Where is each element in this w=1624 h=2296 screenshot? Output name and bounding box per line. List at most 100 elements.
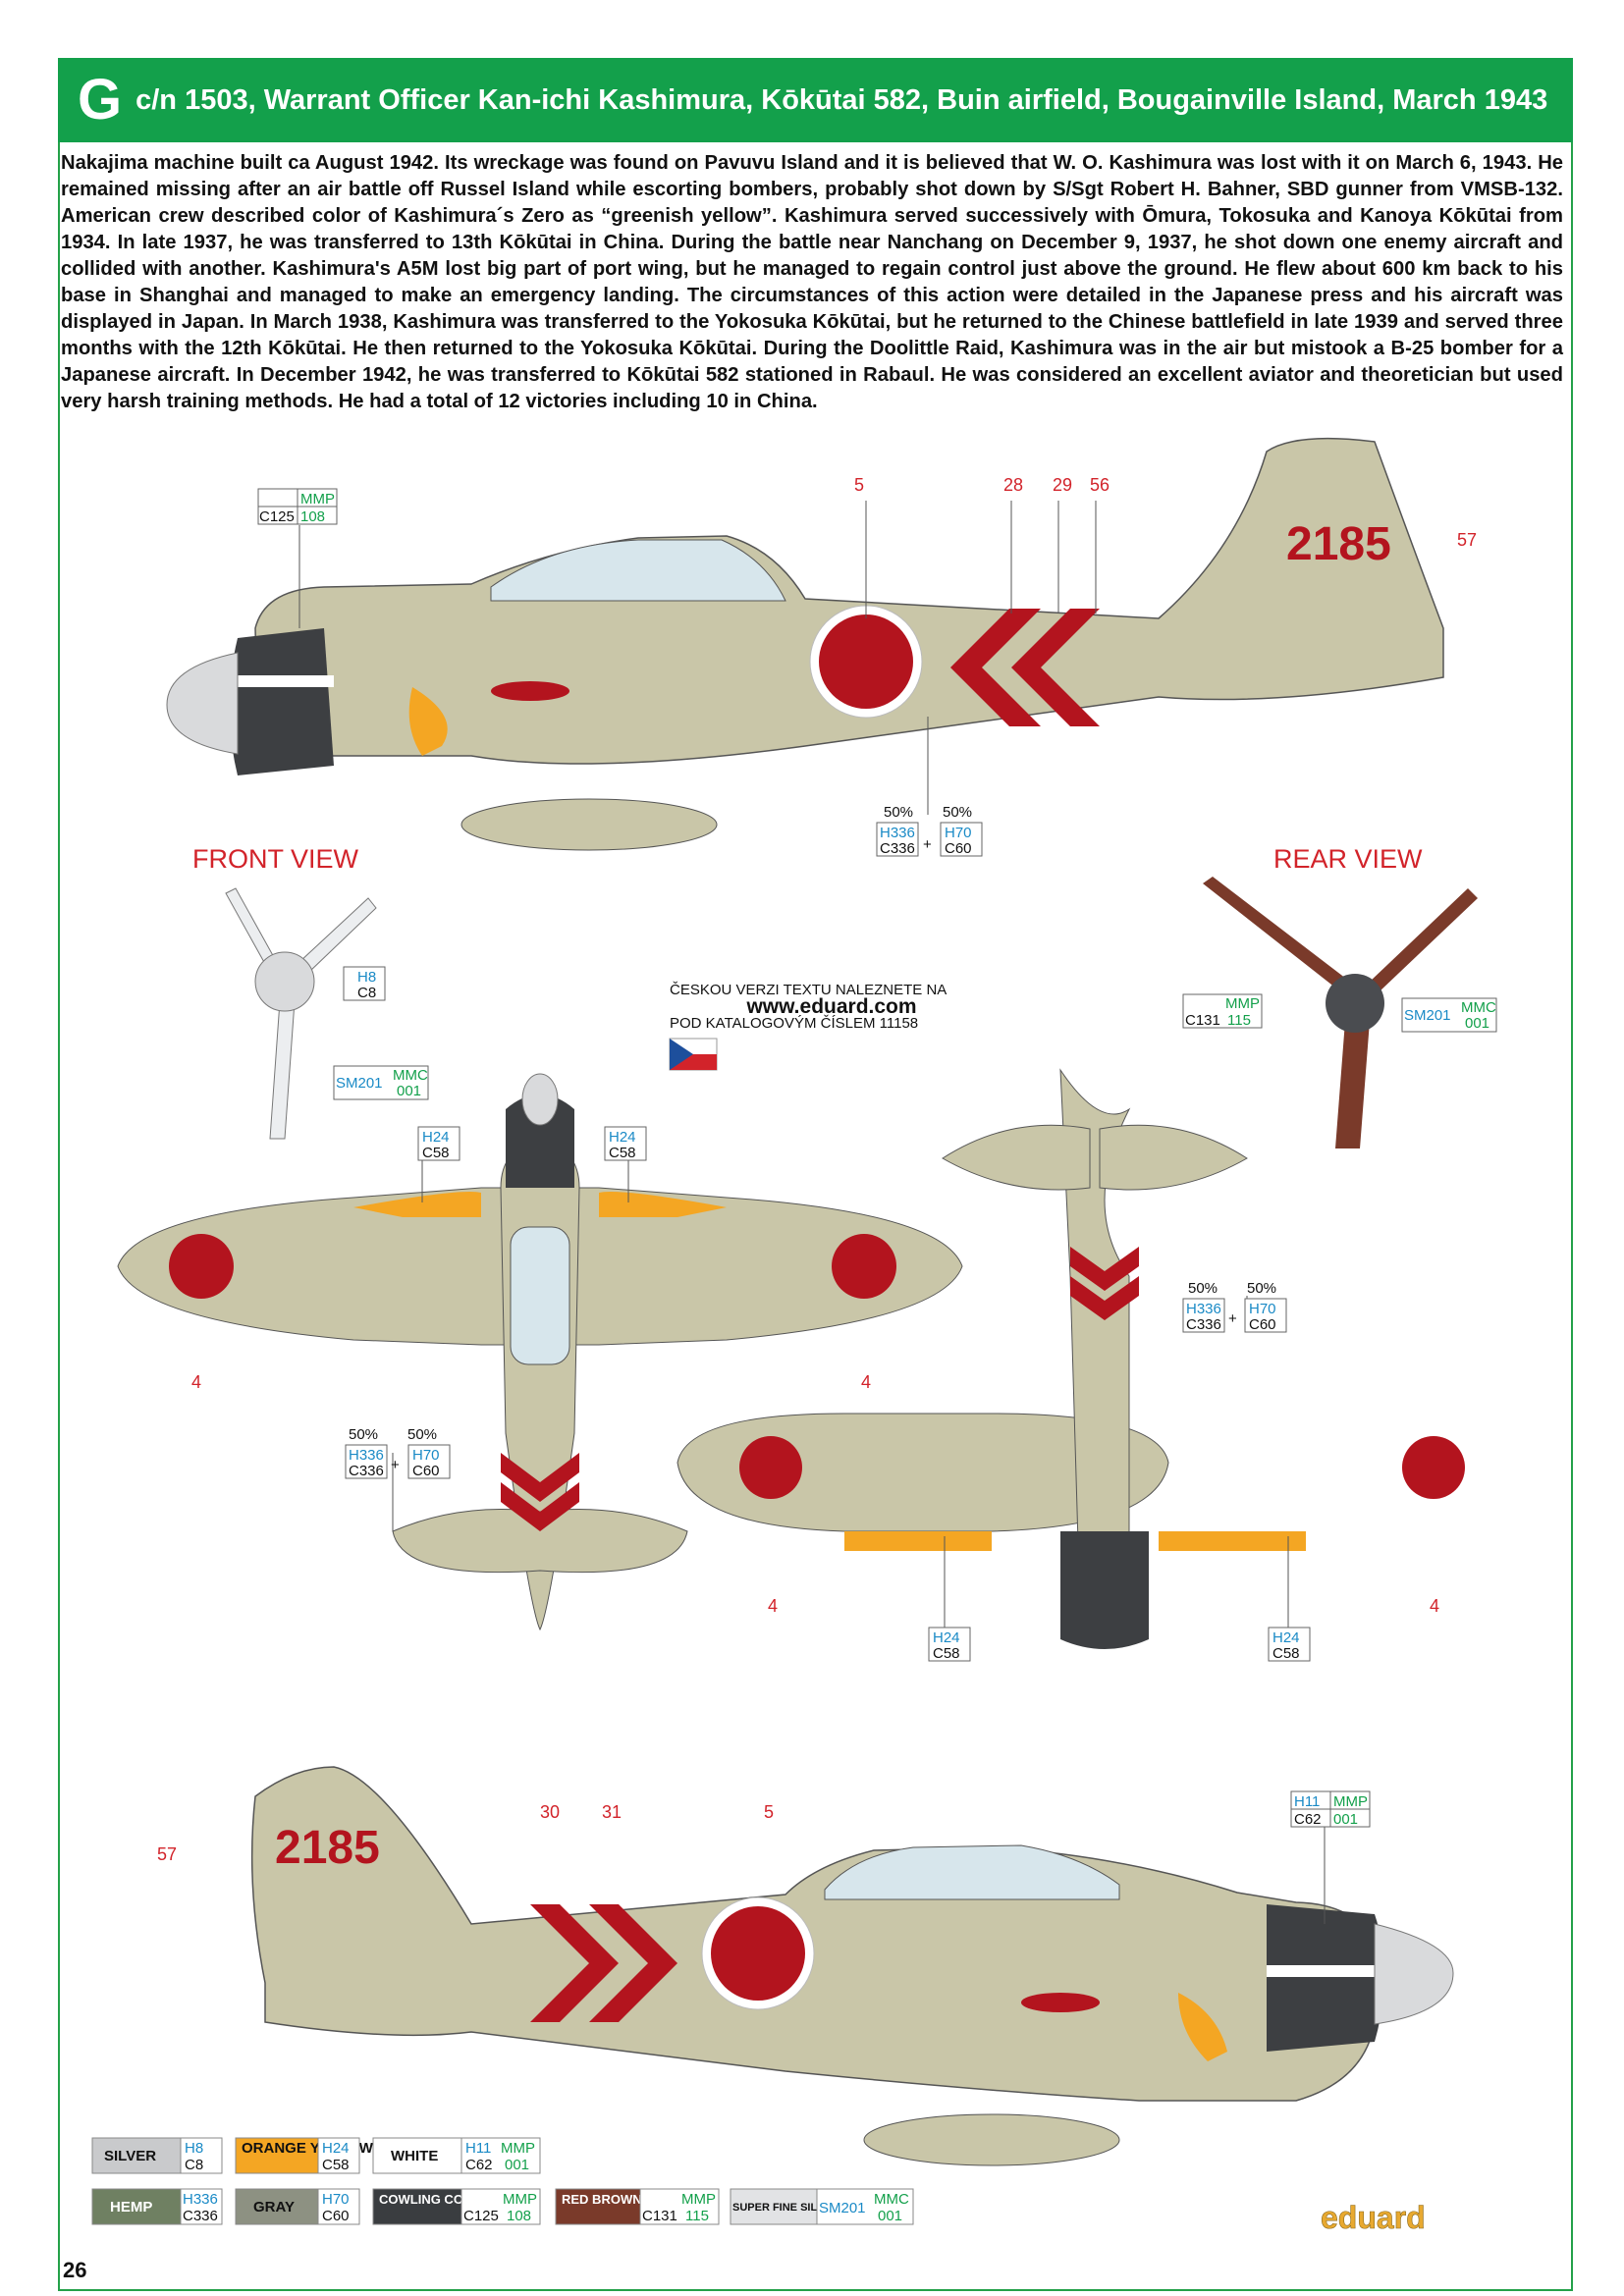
chevron-1b	[1011, 609, 1100, 726]
mix-top-h336: H336	[349, 1447, 384, 1464]
tailplane-bottom-right	[1099, 1124, 1248, 1191]
tailplane-bottom-left	[942, 1124, 1091, 1191]
legend-red-brown: RED BROWN MMP C131 115	[555, 2188, 720, 2225]
mix-bot-c60: C60	[1249, 1316, 1276, 1333]
tail-code-1: 2185	[1286, 518, 1391, 570]
blade-front-3	[269, 1000, 296, 1140]
code-c125: C125	[259, 508, 295, 525]
mix-top-h70: H70	[412, 1447, 440, 1464]
legend-white-c: C62	[465, 2157, 493, 2173]
wing-root-orange-1	[408, 687, 448, 756]
czech-note-line2: POD KATALOGOVÝM ČÍSLEM 11158	[670, 1015, 919, 1032]
cowling-1	[229, 628, 334, 775]
legend-hemp: HEMP H336 C336	[91, 2188, 223, 2225]
legend-silver: SILVER H8 C8	[91, 2137, 223, 2174]
tailplane-top	[392, 1509, 688, 1574]
mix-bot-p1: 50%	[1188, 1280, 1218, 1297]
hinomaru-top-left	[169, 1234, 234, 1299]
mix-top-plus: +	[391, 1457, 400, 1473]
mix-top-c336: C336	[349, 1463, 384, 1479]
spinner-front	[254, 951, 315, 1012]
mix-top-c60: C60	[412, 1463, 440, 1479]
chevron-top-1	[501, 1453, 579, 1502]
legend-redbrown-label: RED BROWN	[562, 2192, 642, 2207]
code-c8: C8	[357, 985, 376, 1001]
code-mmc: MMC	[393, 1067, 428, 1084]
legend-white-label: WHITE	[391, 2148, 438, 2164]
blade-rear-2	[1370, 888, 1478, 991]
mix-h336: H336	[880, 825, 915, 841]
side-profile-right: 2185	[250, 1766, 1454, 2166]
code-c131: C131	[1185, 1012, 1220, 1029]
code-108: 108	[300, 508, 325, 525]
bottom-orange-left	[844, 1531, 992, 1551]
leader-lines	[298, 501, 1326, 1924]
stencil-5-b: 5	[764, 1802, 774, 1822]
chevron-bottom-1	[1070, 1247, 1139, 1291]
code-mmp-white: MMP	[1333, 1793, 1368, 1810]
cowling-2	[1267, 1904, 1384, 2052]
callout-sm201-front: SM201 MMC 001	[333, 1065, 429, 1100]
code-sm201: SM201	[336, 1075, 383, 1092]
front-view-prop	[225, 887, 377, 1140]
code-c58-b: C58	[609, 1145, 636, 1161]
wing-marking-side-2	[1021, 1993, 1100, 2012]
code-h8: H8	[357, 969, 376, 986]
legend-sfs-label: SUPER FINE SILVER	[732, 2202, 839, 2214]
callout-sm201-rear: SM201 MMC 001	[1401, 997, 1497, 1033]
callout-h24-bottom-left: H24 C58	[928, 1627, 971, 1662]
stencil-4-c: 4	[768, 1596, 778, 1616]
legend-orange-h: H24	[322, 2140, 350, 2157]
legend-white-c2: 001	[505, 2157, 529, 2173]
front-view-label: FRONT VIEW	[192, 844, 359, 874]
top-view	[117, 1073, 963, 1631]
czech-note: ČESKOU VERZI TEXTU NALEZNETE NA www.edua…	[670, 982, 994, 1032]
legend-sfs-c2: 001	[878, 2208, 902, 2224]
code-001-white: 001	[1333, 1811, 1358, 1828]
code-115: 115	[1227, 1012, 1251, 1029]
legend-sfs-h: SM201	[819, 2200, 866, 2216]
canopy-top	[510, 1226, 570, 1365]
history-paragraph: Nakajima machine built ca August 1942. I…	[61, 152, 1563, 412]
legend-cowling-c: C125	[463, 2208, 499, 2224]
callout-mmp-c125-top: MMP C125 108	[257, 488, 338, 525]
code-mmp: MMP	[300, 491, 335, 507]
wing-bottom	[677, 1413, 1169, 1532]
callout-h11-white: H11 MMP C62 001	[1290, 1790, 1371, 1828]
spinner-1	[166, 652, 239, 755]
legend-gray-h: H70	[322, 2191, 350, 2208]
stencil-30: 30	[540, 1802, 560, 1822]
legend-hemp-label: HEMP	[110, 2199, 152, 2216]
legend-white-h2: MMP	[501, 2140, 535, 2157]
rear-view-prop	[1203, 877, 1478, 1148]
callout-h24-top-right: H24 C58	[604, 1126, 647, 1161]
mix-bot-plus: +	[1228, 1310, 1237, 1327]
rear-view-label: REAR VIEW	[1273, 844, 1423, 874]
chevron-2a	[589, 1904, 677, 2022]
legend-gray: GRAY H70 C60	[235, 2188, 360, 2225]
legend-redbrown-c2: 115	[685, 2208, 709, 2224]
stencil-labels: 5 28 29 56 57 57 30 31 5 4 4 4 4	[157, 475, 1477, 1864]
legend-redbrown-h: MMP	[681, 2191, 716, 2208]
stencil-29: 29	[1053, 475, 1072, 495]
tail-code-2: 2185	[275, 1822, 380, 1874]
cowling-stripe-1	[238, 675, 334, 687]
eduard-url: www.eduard.com	[746, 995, 917, 1018]
callout-mix-bottom: 50% 50% H336 C336 H70 C60 +	[1182, 1280, 1287, 1333]
bottom-orange-right	[1159, 1531, 1306, 1551]
hinomaru-1	[819, 614, 913, 709]
czech-note-line1: ČESKOU VERZI TEXTU NALEZNETE NA	[670, 982, 947, 998]
mix-p1: 50%	[884, 804, 913, 821]
wing-root-orange-2	[1178, 1993, 1227, 2061]
mix-bot-c336: C336	[1186, 1316, 1221, 1333]
canopy-2	[824, 1844, 1120, 1900]
code-h24-d: H24	[1272, 1629, 1300, 1646]
callout-mix-side: 50% 50% H336 C336 H70 C60 +	[876, 804, 983, 857]
canopy-1	[490, 539, 786, 602]
color-legend: SILVER H8 C8 ORANGE YELLOW H24 C58 WHITE…	[91, 2137, 914, 2225]
code-001: 001	[397, 1083, 421, 1099]
code-h24-c: H24	[933, 1629, 960, 1646]
legend-hemp-c: C336	[183, 2208, 218, 2224]
stencil-28: 28	[1003, 475, 1023, 495]
